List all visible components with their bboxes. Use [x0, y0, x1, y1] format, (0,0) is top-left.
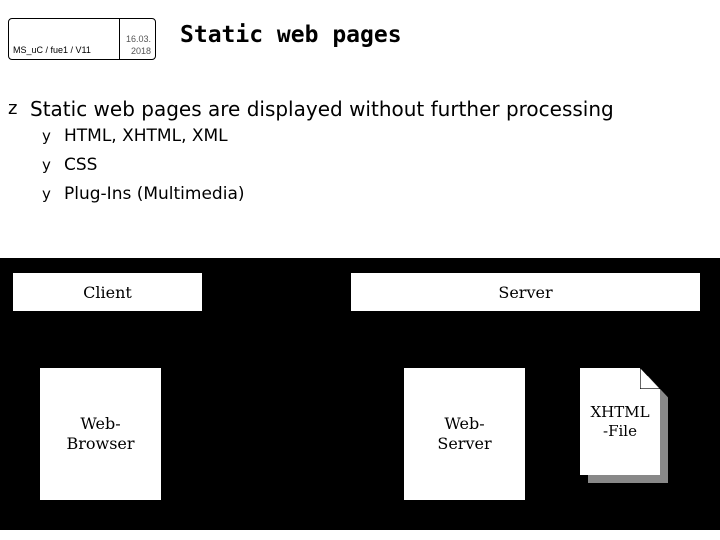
client-header: Client: [13, 273, 202, 311]
web-browser-box: Web- Browser: [40, 368, 161, 500]
y-bullet-icon: y: [42, 156, 51, 174]
sub-bullet-list: y HTML, XHTML, XML y CSS y Plug-Ins (Mul…: [42, 122, 614, 209]
sub-bullet: y Plug-Ins (Multimedia): [42, 180, 614, 209]
sub-bullet-text: CSS: [64, 155, 98, 175]
z-bullet-icon: z: [8, 98, 18, 119]
web-browser-label-2: Browser: [66, 434, 135, 453]
xhtml-file-label-2: -File: [603, 421, 637, 440]
y-bullet-icon: y: [42, 185, 51, 203]
main-bullet-text: Static web pages are displayed without f…: [30, 97, 614, 121]
web-server-box: Web- Server: [404, 368, 525, 500]
date-line-2: 2018: [130, 46, 151, 56]
server-header: Server: [351, 273, 700, 311]
sub-bullet-text: HTML, XHTML, XML: [64, 126, 228, 146]
slide-date: 16.03. 2018: [126, 33, 151, 57]
bullet-list: z Static web pages are displayed without…: [8, 96, 614, 209]
xhtml-file-label-1: XHTML: [590, 402, 650, 421]
sub-bullet-text: Plug-Ins (Multimedia): [64, 184, 245, 204]
web-server-label-1: Web-: [444, 414, 485, 433]
web-browser-label-1: Web-: [80, 414, 121, 433]
xhtml-file-icon: XHTML -File: [580, 368, 660, 475]
sub-bullet: y CSS: [42, 151, 614, 180]
slide-title: Static web pages: [180, 22, 402, 48]
web-server-label-2: Server: [437, 434, 492, 453]
slide-header-box: MS_uC / fue1 / V11 16.03. 2018: [8, 18, 156, 60]
sub-bullet: y HTML, XHTML, XML: [42, 122, 614, 151]
header-divider: [119, 19, 120, 59]
file-fold-corner-icon: [640, 368, 660, 389]
y-bullet-icon: y: [42, 127, 51, 145]
course-code: MS_uC / fue1 / V11: [13, 45, 91, 55]
date-line-1: 16.03.: [125, 34, 151, 44]
main-bullet: z Static web pages are displayed without…: [8, 96, 614, 122]
client-server-diagram: Client Server Web- Browser Web- Server X…: [0, 258, 720, 530]
